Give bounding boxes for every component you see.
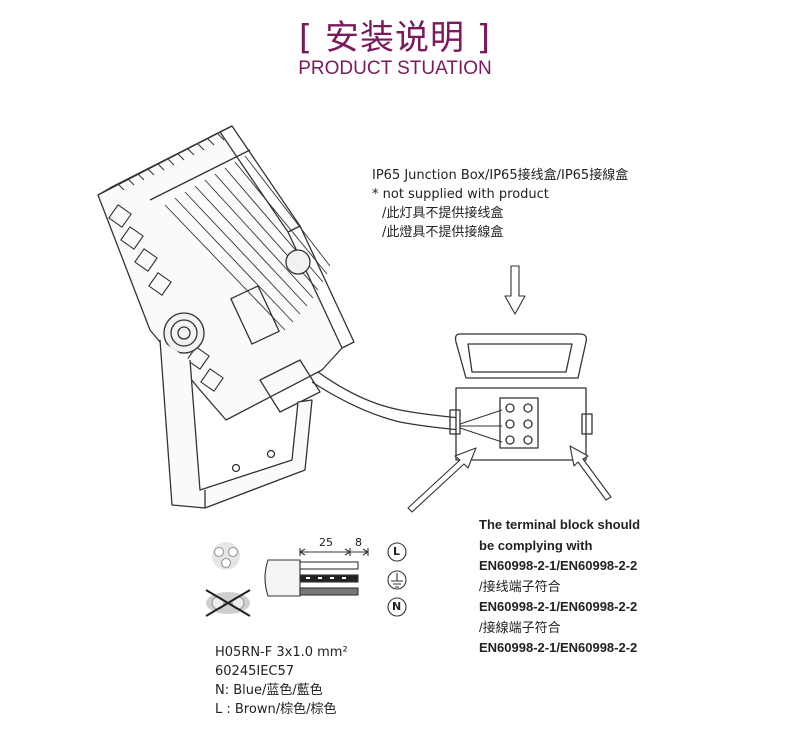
note-line: EN60998-2-1/EN60998-2-2 [479,599,638,614]
note-line: /此灯具不提供接线盒 [382,206,504,221]
junction-box [449,333,593,461]
note-line: EN60998-2-1/EN60998-2-2 [479,558,638,573]
note-line: N: Blue/蓝色/藍色 [215,683,323,698]
cable-crosssection-icon [212,542,240,570]
neutral-symbol: N [392,600,402,613]
arrow-right-icon [569,445,612,501]
note-line: IP65 Junction Box/IP65接线盒/IP65接線盒 [372,168,629,183]
page-subtitle: PRODUCT STUATION [298,58,492,79]
arrow-left-icon [407,447,477,513]
mounting-bracket [159,339,313,509]
note-line: be complying with [479,537,593,553]
cable-spec-note: H05RN-F 3x1.0 mm² 60245IEC57 N: Blue/蓝色/… [215,643,348,719]
note-line: /接线端子符合 [479,578,561,594]
floodlight-fixture [97,125,355,421]
crossed-cable-icon [205,589,251,617]
junction-box-note: IP65 Junction Box/IP65接线盒/IP65接線盒 * not … [372,166,628,242]
note-line: H05RN-F 3x1.0 mm² [215,645,348,660]
note-line: EN60998-2-1/EN60998-2-2 [479,640,638,655]
dim-8-label: 8 [355,536,362,549]
wire-strip-diagram [205,542,407,617]
note-line: /此燈具不提供接線盒 [382,225,504,240]
page-title: [ 安装说明 ] [298,18,492,58]
power-cable [311,371,461,431]
dim-25-label: 25 [319,536,333,549]
live-symbol: L [393,545,401,558]
adjust-knob-icon [163,249,311,354]
note-line: The terminal block should [479,517,641,532]
arrow-down-icon [504,265,526,315]
note-line: /接線端子符合 [479,619,561,635]
note-line: L : Brown/棕色/棕色 [215,702,337,717]
note-line: * not supplied with product [372,187,549,202]
terminal-block-note: The terminal block should be complying w… [479,515,640,659]
note-line: 60245IEC57 [215,664,295,679]
